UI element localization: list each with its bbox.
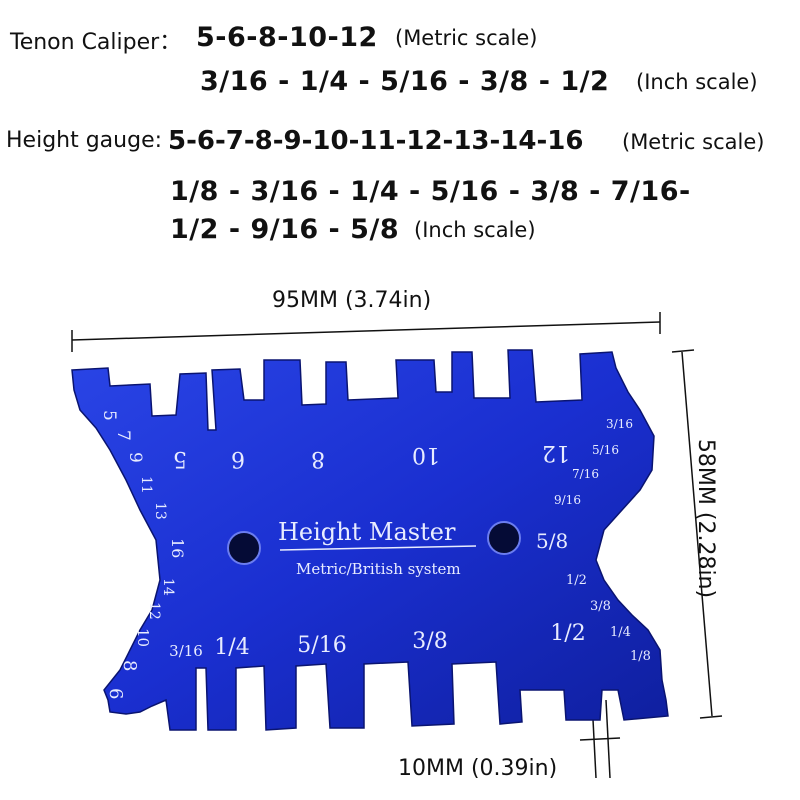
right-step-1-8: 1/8 [630,649,651,664]
left-step-14: 14 [160,578,176,596]
right-step-7-16: 7/16 [572,467,599,481]
top-slot-label-6: 6 [231,446,245,471]
tenon-metric-values: 5-6-8-10-12 [196,22,378,53]
top-slot-label-10: 10 [412,442,440,467]
height-metric-note: (Metric scale) [622,130,765,154]
left-step-8: 8 [119,660,140,671]
left-step-6: 6 [105,688,126,699]
height-gauge-label: Height gauge: [6,128,163,153]
mounting-hole-left [227,531,261,565]
tenon-inch-values: 3/16 - 1/4 - 5/16 - 3/8 - 1/2 [200,66,610,97]
right-step-5-8: 5/8 [536,529,568,553]
left-step-10: 10 [134,628,152,647]
right-step-9-16: 9/16 [554,493,581,507]
bottom-slot-label-1-4: 1/4 [214,635,249,660]
height-inch-values-line2: 1/2 - 9/16 - 5/8 [170,214,400,245]
slot-dimension-label: 10MM (0.39in) [398,756,558,781]
tenon-caliper-label: Tenon Caliper： [10,30,182,55]
right-lower-step-labels: 1/2 3/8 1/4 1/8 [566,573,651,664]
height-dimension-line [671,349,723,719]
left-step-13: 13 [152,502,168,520]
mounting-hole-right [487,521,521,555]
width-dimension-label: 95MM (3.74in) [272,288,432,313]
gauge-body [71,349,669,731]
left-step-5: 5 [99,410,119,421]
top-slot-label-8: 8 [311,446,325,471]
height-metric-values: 5-6-7-8-9-10-11-12-13-14-16 [168,126,584,156]
bottom-slot-label-1-2: 1/2 [550,621,585,646]
right-step-1-2: 1/2 [566,573,587,588]
right-step-1-4: 1/4 [610,625,631,640]
top-slot-labels: 5 6 8 10 12 [173,440,570,471]
height-inch-note: (Inch scale) [414,218,536,242]
left-step-7: 7 [113,430,133,441]
bottom-slot-labels: 3/16 1/4 5/16 3/8 1/2 [169,621,586,660]
title-underline [279,545,477,551]
height-inch-values-line1: 1/8 - 3/16 - 1/4 - 5/16 - 3/8 - 7/16- [170,176,691,207]
right-step-5-16: 5/16 [592,443,619,457]
left-step-9: 9 [125,452,145,463]
top-slot-label-12: 12 [542,440,570,465]
tenon-inch-note: (Inch scale) [636,70,758,94]
top-slot-label-5: 5 [173,446,187,471]
tool-title: Height Master [278,518,456,546]
left-upper-step-labels: 5 7 9 11 13 16 [99,410,187,558]
width-dimension-line [71,312,661,352]
bottom-slot-label-3-16: 3/16 [169,642,203,660]
left-lower-step-labels: 14 12 10 8 6 [105,578,176,699]
right-upper-step-labels: 3/16 5/16 7/16 9/16 5/8 [536,417,633,553]
bottom-slot-label-3-8: 3/8 [412,629,447,654]
left-step-16: 16 [168,538,187,558]
tool-subtitle: Metric/British system [296,560,461,578]
bottom-slot-label-5-16: 5/16 [297,633,346,658]
tenon-metric-note: (Metric scale) [395,26,538,50]
right-step-3-8: 3/8 [590,599,611,614]
left-step-12: 12 [146,602,162,620]
left-step-11: 11 [138,476,154,494]
right-step-3-16: 3/16 [606,417,633,431]
